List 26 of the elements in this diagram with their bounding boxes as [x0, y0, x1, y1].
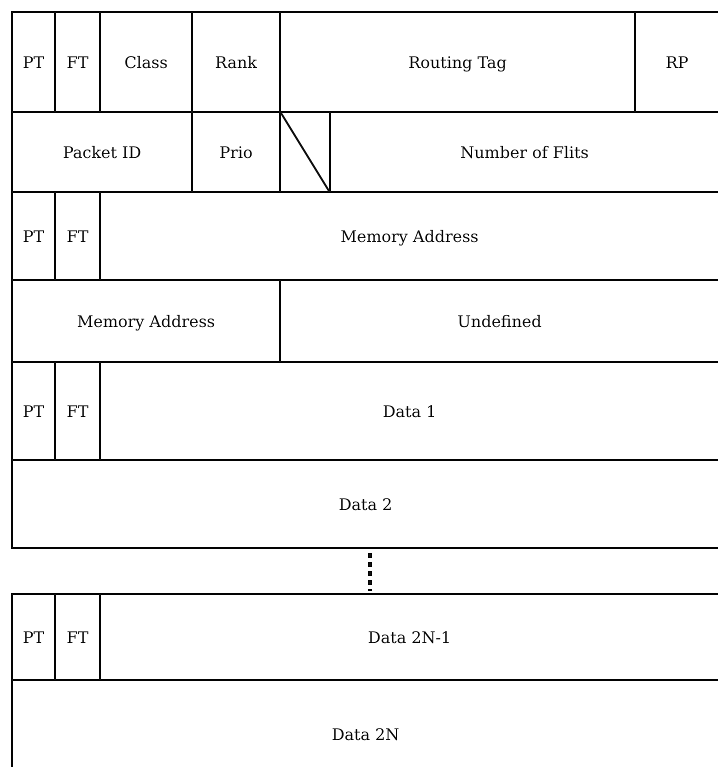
field-label: Class [124, 52, 168, 72]
field-label: RP [666, 52, 688, 72]
crossed-out-cell [279, 111, 331, 193]
field-cell [11, 11, 56, 113]
field-label: PT [22, 628, 44, 646]
field-label: Memory Address [340, 226, 478, 246]
field-label: Data 2N [332, 725, 400, 744]
field-label: FT [66, 226, 88, 246]
field-label: PT [22, 226, 44, 246]
field-cell [11, 459, 718, 549]
field-label: PT [22, 402, 44, 420]
field-label: PT [22, 52, 44, 72]
field-label: Data 2N-1 [368, 628, 452, 646]
field-label: Data 1 [382, 402, 436, 420]
field-label: Memory Address [76, 312, 215, 330]
field-label: Prio [219, 142, 253, 162]
field-label: Packet ID [62, 142, 142, 162]
field-label: FT [66, 628, 88, 646]
field-label: Rank [215, 52, 257, 72]
field-label: FT [66, 402, 88, 420]
field-cell [11, 593, 56, 681]
field-label: Undefined [457, 312, 542, 330]
field-label: Routing Tag [408, 52, 507, 72]
field-label: Number of Flits [460, 142, 589, 162]
field-label: Data 2 [338, 494, 392, 514]
field-label: FT [66, 52, 88, 72]
